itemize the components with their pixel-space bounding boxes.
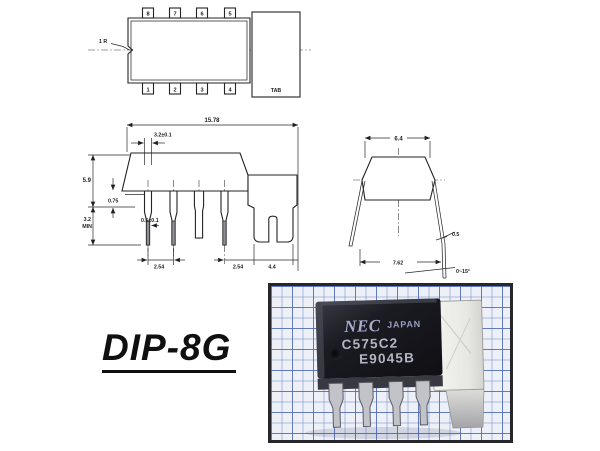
dim-lead-min-suffix: MIN xyxy=(82,224,92,230)
pin-number-label: 7 xyxy=(173,12,176,18)
end-view-dimensions: 6.4 0.5 7.62 0~15° xyxy=(359,135,470,275)
end-view-leads xyxy=(348,180,447,279)
dim-overall-length: 15.78 xyxy=(204,118,220,124)
tab-label: TAB xyxy=(271,88,282,94)
pin-number-label: 6 xyxy=(200,12,203,18)
chip-pins xyxy=(328,380,431,428)
front-view-dimensions: 15.78 3.2±0.1 5.9 0.75 3.2 MIN 0.5±0.1 xyxy=(82,118,299,271)
pin-number-label: 5 xyxy=(228,12,231,18)
part-number: C575C2 xyxy=(341,336,398,353)
dim-pitch-left: 2.54 xyxy=(154,265,164,271)
top-view-body xyxy=(127,17,251,84)
dim-pitch-right: 2.54 xyxy=(233,265,243,271)
dim-lead-length-min: 3.2 xyxy=(84,217,91,223)
date-code: E9045B xyxy=(359,350,415,367)
package-name-label: DIP-8G xyxy=(102,328,237,373)
top-view-tab: TAB xyxy=(251,11,301,98)
dim-shoulder-width: 3.2±0.1 xyxy=(154,133,172,139)
nec-logo: NEC xyxy=(343,316,381,336)
top-view-pins: 8 7 6 5 1 2 3 4 xyxy=(141,7,237,95)
corner-radius-label: 1 R xyxy=(99,39,107,45)
dim-tab-width: 4.4 xyxy=(268,265,275,271)
chip-photo-art: NEC JAPAN C575C2 E9045B xyxy=(305,298,485,439)
chip-shadow xyxy=(305,427,461,439)
chip-tab-block xyxy=(431,299,485,429)
pin-number-label: 1 xyxy=(146,87,149,93)
pin1-dimple xyxy=(330,348,342,360)
front-view-pins xyxy=(143,180,229,264)
pin-number-label: 8 xyxy=(146,12,149,18)
chip-body xyxy=(315,298,443,379)
end-view-drawing: 6.4 0.5 7.62 0~15° xyxy=(348,135,470,279)
dim-lead-angle: 0~15° xyxy=(456,269,470,275)
dim-lead-width: 0.5±0.1 xyxy=(141,218,159,224)
chip-bottom-edge xyxy=(317,375,443,390)
corner-radius-callout: 1 R xyxy=(99,39,130,51)
top-view-drawing: TAB 8 7 6 5 1 2 3 4 1 R xyxy=(88,7,311,98)
dim-body-height: 5.9 xyxy=(83,178,92,184)
dim-lead-thickness: 0.5 xyxy=(452,232,459,238)
dim-row-spacing: 7.62 xyxy=(393,261,403,267)
dim-body-width: 6.4 xyxy=(394,137,403,143)
end-view-body xyxy=(353,148,445,236)
pin-number-label: 4 xyxy=(228,87,232,93)
pin-number-label: 3 xyxy=(200,87,203,93)
front-view-body xyxy=(121,152,298,243)
pin-number-label: 2 xyxy=(173,87,176,93)
chip-photo: NEC JAPAN C575C2 E9045B xyxy=(268,283,513,443)
front-view-drawing: 15.78 3.2±0.1 5.9 0.75 3.2 MIN 0.5±0.1 xyxy=(82,118,299,271)
origin-label: JAPAN xyxy=(387,319,421,330)
dim-standoff: 0.75 xyxy=(108,199,118,205)
